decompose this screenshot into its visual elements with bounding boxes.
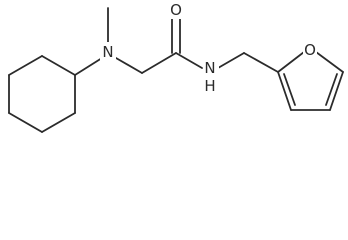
- structure-diagram: N O N H O: [8, 1, 344, 133]
- cyclohexane-ring: [8, 55, 76, 133]
- furan-oxygen-label: O: [304, 41, 316, 59]
- atom-amide-nitrogen: N H: [203, 58, 219, 95]
- bond-carbonyl-amide-n: [175, 52, 203, 69]
- furan-double-bond-inner: [283, 73, 296, 106]
- amide-nitrogen-label: N: [204, 59, 215, 77]
- furan-double-bond-inner: [325, 73, 338, 106]
- bond-n-ch2: [115, 57, 143, 74]
- bond-ch2-carbonyl: [141, 52, 177, 74]
- ring-bond: [8, 112, 43, 133]
- atom-amine-nitrogen: N: [100, 42, 116, 62]
- carbonyl-oxygen-label: O: [170, 1, 182, 19]
- bond-amide-n-ch2: [217, 52, 245, 69]
- furan-ring: [277, 51, 344, 111]
- amide-hydrogen-label: H: [204, 77, 215, 95]
- atom-furan-oxygen: O: [303, 40, 317, 60]
- furan-bond: [277, 51, 305, 73]
- bond-ch2-furan: [243, 52, 279, 73]
- furan-bond: [277, 71, 292, 111]
- furan-bond: [329, 71, 344, 111]
- ring-bond: [41, 55, 76, 76]
- furan-bond: [315, 51, 344, 73]
- bond-cyclohexyl-n: [74, 57, 103, 76]
- ring-bond: [8, 55, 43, 76]
- amine-nitrogen-label: N: [102, 43, 113, 61]
- atom-carbonyl-oxygen: O: [169, 1, 183, 19]
- ring-bond: [41, 112, 76, 133]
